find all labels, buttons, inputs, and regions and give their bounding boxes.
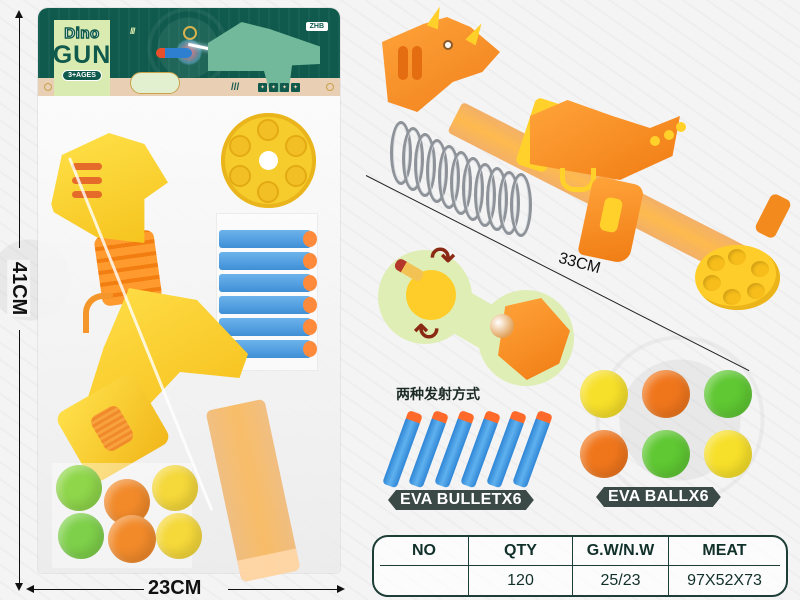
eva-ball-label: EVA BALLX6 — [596, 487, 721, 507]
spec-table-header: NO QTY G.W/N.W MEAT — [380, 537, 780, 566]
packaged-gun-head — [50, 133, 168, 243]
arrow-down-icon — [15, 583, 23, 591]
dimension-line — [32, 589, 144, 590]
spec-table: NO QTY G.W/N.W MEAT 120 25/23 97X52X73 — [372, 535, 788, 597]
feature-icon: ✦ — [269, 83, 278, 92]
package-header-card: /// ZHB /// ✦ ✦ ✦ ✦ Dino GUN 3+AGES — [38, 8, 340, 96]
header-weight: G.W/N.W — [572, 537, 668, 565]
value-meas: 97X52X73 — [668, 566, 780, 595]
rotate-arrow-icon: ↷ — [414, 311, 440, 344]
dart — [219, 296, 317, 314]
header-qty: QTY — [468, 537, 572, 565]
header-meas: MEAT — [668, 537, 780, 565]
dart — [219, 318, 317, 336]
arrow-up-icon — [15, 10, 23, 18]
eva-ball — [580, 430, 628, 478]
eva-ball — [704, 430, 752, 478]
hang-hole-icon — [326, 83, 334, 91]
feature-icon: ✦ — [280, 83, 289, 92]
brand-logo: ZHB — [305, 22, 328, 31]
eva-ball — [580, 370, 628, 418]
product-logo: Dino GUN 3+AGES — [52, 20, 112, 96]
ball — [156, 513, 202, 559]
age-badge: 3+AGES — [62, 70, 102, 81]
packaged-balls — [52, 463, 202, 568]
slashes-decoration: /// — [130, 26, 135, 36]
spring-illustration — [388, 115, 538, 237]
hang-hole-icon — [44, 83, 52, 91]
slashes-decoration: /// — [231, 82, 240, 93]
eva-bullets — [382, 408, 572, 489]
value-no — [380, 566, 468, 595]
packaged-darts — [216, 213, 318, 371]
rotate-arrow-icon: ↷ — [430, 242, 456, 275]
ball-disc — [695, 245, 780, 310]
dino-eye-icon — [443, 40, 453, 50]
spec-table-row: 120 25/23 97X52X73 — [380, 566, 780, 595]
eva-ball — [642, 370, 690, 418]
ball — [56, 465, 102, 511]
ball — [58, 513, 104, 559]
dart-illustration — [156, 48, 192, 58]
dart — [219, 274, 317, 292]
dart — [219, 230, 317, 248]
width-dimension-label: 23CM — [148, 577, 202, 599]
feature-icon: ✦ — [291, 83, 300, 92]
packaged-product: /// ZHB /// ✦ ✦ ✦ ✦ Dino GUN 3+AGES — [38, 8, 340, 583]
mini-ball — [490, 314, 514, 338]
dart — [219, 252, 317, 270]
height-dimension-label: 41CM — [7, 259, 31, 317]
value-weight: 25/23 — [572, 566, 668, 595]
arrow-right-icon — [337, 585, 345, 593]
eva-balls — [580, 370, 790, 480]
dimension-line — [228, 589, 338, 590]
logo-line-dino: Dino — [64, 25, 100, 42]
arrow-left-icon — [26, 585, 34, 593]
ball — [108, 515, 156, 563]
mode-thumbnail — [130, 72, 180, 94]
logo-line-gun: GUN — [52, 41, 112, 69]
launch-modes-title: 两种发射方式 — [396, 386, 480, 402]
eva-ball — [642, 430, 690, 478]
feature-icon: ✦ — [258, 83, 267, 92]
packaged-gun-barrel — [205, 398, 301, 583]
feature-icons: ✦ ✦ ✦ ✦ — [258, 83, 300, 92]
value-qty: 120 — [468, 566, 572, 595]
launch-modes-illustration: ↷ ↷ — [378, 244, 578, 388]
packaged-gun-hook — [83, 293, 113, 333]
header-no: NO — [412, 542, 436, 559]
dimension-line — [19, 16, 20, 248]
dimension-line — [19, 330, 20, 585]
packaged-ball-disc — [221, 113, 316, 208]
ball — [152, 465, 198, 511]
eva-bullet-label: EVA BULLETX6 — [388, 490, 534, 510]
eva-ball — [704, 370, 752, 418]
